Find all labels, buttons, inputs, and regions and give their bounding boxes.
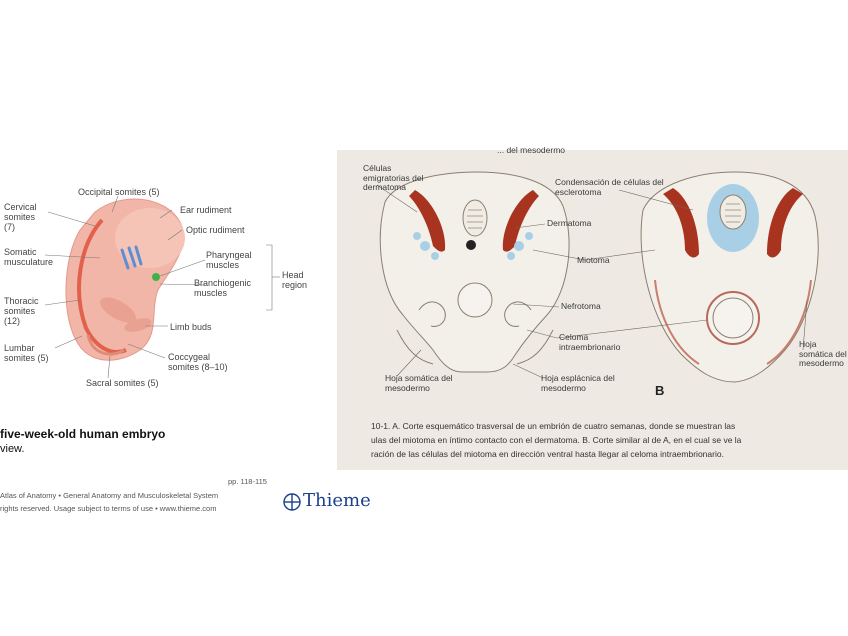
label-optic-rudiment: Optic rudiment bbox=[186, 225, 245, 235]
label-branchiogenic-muscles: Branchiogenic muscles bbox=[194, 278, 252, 298]
label-condensacion: Condensación de células del esclerotoma bbox=[555, 177, 664, 197]
caption-title: five-week-old human embryo bbox=[0, 427, 166, 441]
credit-line-2: rights reserved. Usage subject to terms … bbox=[0, 504, 217, 513]
label-celulas-emigratorias: Células emigratorias del dermatoma bbox=[363, 163, 424, 192]
label-somatic-musculature: Somatic musculature bbox=[4, 247, 54, 267]
credit-line-1: Atlas of Anatomy • General Anatomy and M… bbox=[0, 491, 219, 500]
label-miotoma: Miotoma bbox=[577, 255, 610, 265]
label-nefrotoma: Nefrotoma bbox=[561, 301, 601, 311]
label-dermatoma: Dermatoma bbox=[547, 218, 592, 228]
label-pharyngeal-muscles: Pharyngeal muscles bbox=[206, 250, 252, 270]
caption-line-2: ulas del miotoma en íntimo contacto con … bbox=[371, 435, 742, 445]
label-hoja-somatica-right: Hoja somática del mesodermo bbox=[799, 339, 847, 368]
transverse-section-panel: ... del mesodermo Células emigratorias d… bbox=[337, 145, 848, 470]
top-fragment-label: ... del mesodermo bbox=[497, 145, 566, 155]
page-reference: pp. 118-115 bbox=[228, 477, 267, 486]
publisher-logo: Thieme bbox=[303, 490, 371, 511]
label-letter-b: B bbox=[655, 383, 665, 398]
label-celoma-intraembrionario: Celoma intraembrionario bbox=[559, 332, 621, 352]
label-lumbar-somites: Lumbar somites (5) bbox=[4, 343, 49, 363]
section-illustration bbox=[376, 171, 819, 383]
label-limb-buds: Limb buds bbox=[170, 322, 212, 332]
caption-subtitle: view. bbox=[0, 443, 25, 455]
label-hoja-somatica-left: Hoja somática del mesodermo bbox=[385, 373, 453, 393]
label-coccygeal-somites: Coccygeal somites (8–10) bbox=[168, 352, 228, 372]
label-hoja-esplacnica: Hoja esplácnica del mesodermo bbox=[541, 373, 615, 393]
caption-line-3: ración de las células del miotoma en dir… bbox=[371, 449, 724, 459]
label-thoracic-somites: Thoracic somites (12) bbox=[4, 296, 39, 326]
label-sacral-somites: Sacral somites (5) bbox=[86, 378, 159, 388]
embryo-figure-panel: Occipital somites (5) Cervical somites (… bbox=[0, 150, 375, 520]
label-cervical-somites: Cervical somites (7) bbox=[4, 202, 37, 232]
label-occipital-somites: Occipital somites (5) bbox=[78, 187, 160, 197]
label-ear-rudiment: Ear rudiment bbox=[180, 205, 232, 215]
embryo-illustration bbox=[44, 195, 280, 379]
caption-line-1: 10-1. A. Corte esquemático trasversal de… bbox=[371, 421, 736, 431]
label-head-region: Head region bbox=[282, 270, 308, 290]
